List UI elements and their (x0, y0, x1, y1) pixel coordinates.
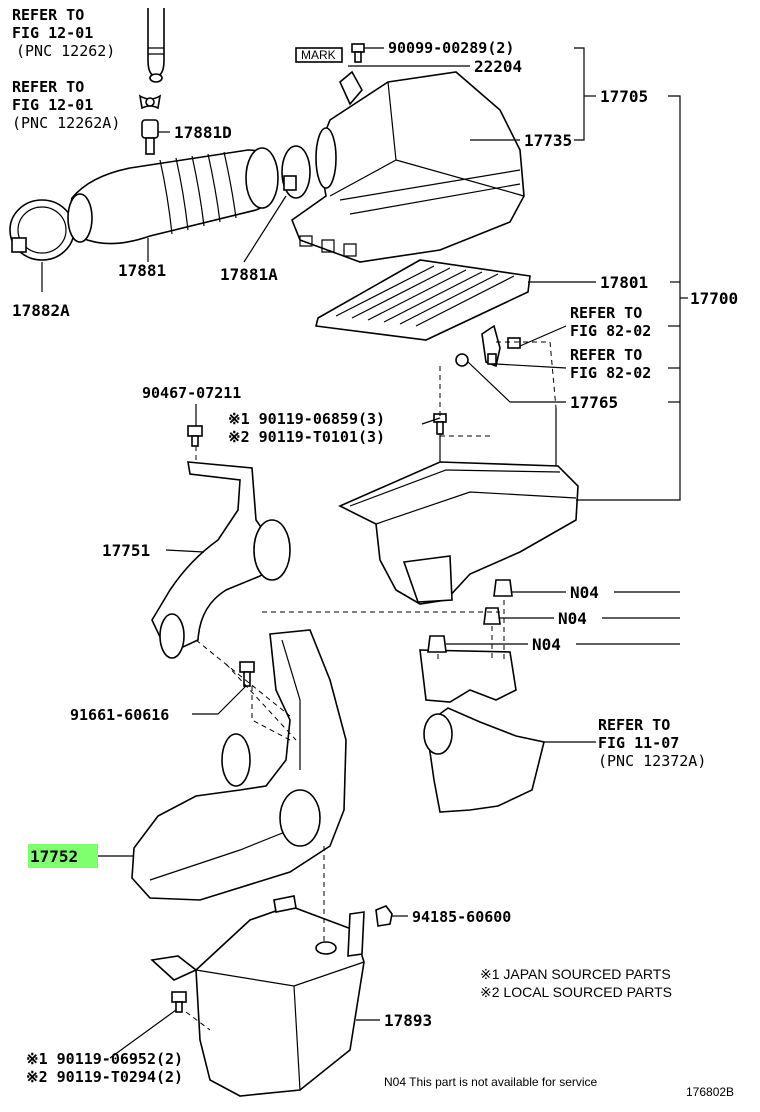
air-cleaner-cap-drawing (291, 47, 525, 263)
part-17752: 17752 (30, 847, 78, 866)
mark-box (295, 47, 343, 63)
nut-94185-drawing (375, 905, 393, 927)
part-n04-3: N04 (532, 635, 561, 654)
refer-fig-1201-b-line1: REFER TO (12, 78, 84, 96)
inlet-duct-17751-drawing (151, 461, 291, 659)
sensor-17881d-drawing (141, 119, 159, 155)
labels: REFER TO FIG 12-01 (PNC 12262) REFER TO … (12, 6, 738, 1099)
part-90119-06952: ※1 90119-06952(2) (26, 1050, 183, 1068)
part-94185: 94185-60600 (412, 908, 511, 926)
part-90119-t0294: ※2 90119-T0294(2) (26, 1068, 183, 1086)
refer-fig-1201-b-line3: (PNC 12262A) (12, 114, 120, 132)
part-17881a: 17881A (220, 265, 278, 284)
mark-label: MARK (301, 48, 336, 62)
bolt-90099-drawing (351, 43, 365, 63)
screw-90119-06859-drawing (433, 413, 447, 435)
footnote-n04: N04 This part is not available for servi… (384, 1075, 598, 1089)
part-22204: 22204 (474, 57, 522, 76)
part-17765: 17765 (570, 393, 618, 412)
refer-fig-1107-line3: (PNC 12372A) (598, 752, 706, 770)
refer-fig-1201-a-line1: REFER TO (12, 6, 84, 24)
refer-fig-8202-b-line1: REFER TO (570, 346, 642, 364)
part-90099: 90099-00289(2) (388, 39, 514, 57)
part-17751: 17751 (102, 541, 150, 560)
part-17735: 17735 (524, 131, 572, 150)
bolt-90467-drawing (187, 425, 203, 447)
highlight-17752 (28, 844, 98, 868)
part-90467: 90467-07211 (142, 384, 241, 402)
resonator-17893-drawing (150, 895, 365, 1097)
part-90119-t0101: ※2 90119-T0101(3) (228, 428, 385, 446)
mount-bracket-drawing (419, 649, 545, 813)
refer-fig-8202-a-line2: FIG 82-02 (570, 322, 651, 340)
part-91661: 91661-60616 (70, 706, 169, 724)
refer-fig-1107-line1: REFER TO (598, 716, 670, 734)
clamp-17881a-drawing (281, 145, 311, 199)
resonator-duct-17752-drawing (131, 629, 347, 901)
part-n04-1: N04 (570, 583, 599, 602)
hose-clamp-17882a-drawing (9, 199, 75, 261)
part-17881d: 17881D (174, 123, 232, 142)
pcv-hose-drawing (147, 8, 165, 83)
part-17881: 17881 (118, 261, 166, 280)
refer-fig-8202-a-line1: REFER TO (570, 304, 642, 322)
refer-fig-1201-a-line2: FIG 12-01 (12, 24, 93, 42)
part-17882a: 17882A (12, 301, 70, 320)
bracket-17765-drawing (455, 324, 521, 368)
part-17705: 17705 (600, 87, 648, 106)
legend-local-sourced: ※2 LOCAL SOURCED PARTS (480, 984, 672, 1000)
legend-japan-sourced: ※1 JAPAN SOURCED PARTS (480, 966, 671, 982)
refer-fig-1107-line2: FIG 11-07 (598, 734, 679, 752)
part-17801: 17801 (600, 273, 648, 292)
bolt-91661-drawing (239, 661, 255, 687)
refer-fig-1201-a-line3: (PNC 12262) (16, 42, 115, 60)
refer-fig-1201-b-line2: FIG 12-01 (12, 96, 93, 114)
part-17893: 17893 (384, 1011, 432, 1030)
figure-id: 176802B (686, 1085, 734, 1099)
bolt-90119-06952-drawing (171, 991, 187, 1013)
part-90119-06859: ※1 90119-06859(3) (228, 410, 385, 428)
air-cleaner-case-drawing (338, 408, 579, 605)
air-filter-17801-drawing (315, 259, 531, 341)
refer-fig-8202-b-line2: FIG 82-02 (570, 364, 651, 382)
part-17700: 17700 (690, 289, 738, 308)
hose-clip-drawing (138, 94, 162, 110)
leader-lines (41, 47, 688, 1059)
part-n04-2: N04 (558, 609, 587, 628)
assembly-dashes (185, 341, 557, 1031)
intake-hose-17881-drawing (67, 147, 279, 245)
